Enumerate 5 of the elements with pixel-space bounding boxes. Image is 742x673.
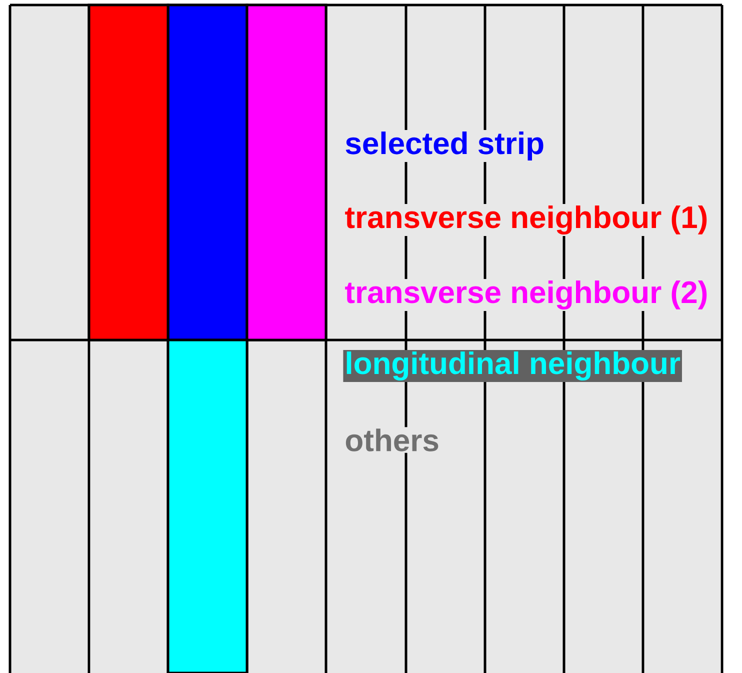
legend-text: others: [343, 427, 441, 453]
legend-text: selected strip: [343, 130, 546, 162]
legend-text: transverse neighbour (2): [343, 279, 710, 312]
legend-text: transverse neighbour (1): [343, 204, 710, 236]
legend-text: longitudinal neighbour: [343, 350, 682, 382]
